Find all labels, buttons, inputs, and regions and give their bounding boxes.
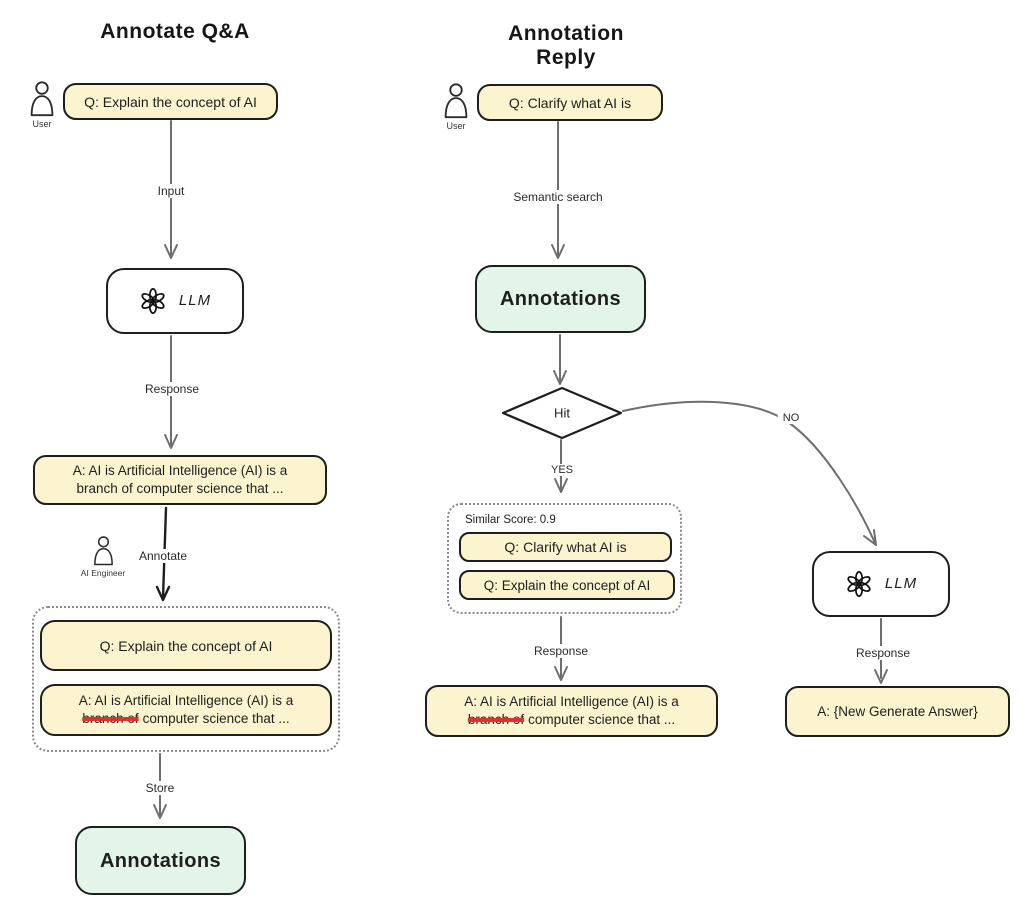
left-user-label: User	[32, 119, 52, 129]
match-question-box-1: Q: Clarify what AI is	[459, 532, 672, 562]
arrowhead-response-mid	[554, 666, 568, 681]
annotated-answer-line1: A: AI is Artificial Intelligence (AI) is…	[78, 693, 294, 708]
user-icon	[30, 81, 54, 117]
annotated-question-box: Q: Explain the concept of AI	[40, 620, 332, 671]
left-flow-title: Annotate Q&A	[100, 20, 250, 43]
match-question-1-text: Q: Clarify what AI is	[504, 538, 627, 555]
arrowhead-annotations-hit	[553, 370, 567, 385]
right-user-actor: User	[438, 82, 474, 131]
new-answer-box: A: {New Generate Answer}	[785, 686, 1010, 737]
annotated-answer-box: A: AI is Artificial Intelligence (AI) is…	[40, 684, 332, 736]
right-annotations-label: Annotations	[499, 288, 622, 310]
new-answer-text: A: {New Generate Answer}	[817, 703, 978, 719]
arrowhead-input	[164, 244, 178, 259]
match-question-box-2: Q: Explain the concept of AI	[459, 570, 675, 600]
engineer-label: AI Engineer	[80, 568, 126, 578]
arrowhead-yes	[554, 478, 568, 493]
left-question-text: Q: Explain the concept of AI	[84, 93, 257, 110]
annotate-edge-label: Annotate	[133, 549, 193, 563]
user-icon	[444, 83, 468, 119]
left-user-actor: User	[24, 80, 60, 129]
left-answer-line1: A: AI is Artificial Intelligence (AI) is…	[72, 463, 288, 478]
engineer-actor: AI Engineer	[81, 535, 125, 578]
arrowhead-response-right	[874, 669, 888, 684]
annotated-pair-group	[32, 606, 340, 752]
engineer-icon	[93, 536, 113, 566]
left-question-box: Q: Explain the concept of AI	[63, 83, 278, 120]
left-llm-node: LLM	[106, 268, 244, 334]
struck-text: branch of	[467, 712, 525, 727]
right-question-box: Q: Clarify what AI is	[477, 84, 663, 121]
matched-annotations-group: Similar Score: 0.9	[447, 503, 682, 614]
right-answer-box: A: AI is Artificial Intelligence (AI) is…	[425, 685, 718, 737]
annotated-question-text: Q: Explain the concept of AI	[99, 637, 273, 654]
semantic-search-edge-label: Semantic search	[508, 190, 608, 204]
openai-logo-icon	[847, 570, 871, 598]
left-annotations-store: Annotations	[75, 826, 246, 895]
right-user-label: User	[446, 121, 466, 131]
input-edge-label: Input	[152, 184, 190, 198]
right-flow-title: Annotation Reply	[508, 22, 624, 69]
right-answer-line1: A: AI is Artificial Intelligence (AI) is…	[464, 694, 679, 709]
right-llm-node: LLM	[812, 551, 950, 617]
arrowhead-store	[153, 804, 167, 819]
arrowhead-annotate	[155, 585, 171, 602]
match-question-2-text: Q: Explain the concept of AI	[483, 577, 651, 593]
left-annotations-label: Annotations	[99, 849, 222, 872]
struck-text: branch of	[82, 711, 139, 726]
no-edge-label: NO	[777, 412, 805, 424]
left-answer-line2: branch of computer science that ...	[76, 481, 284, 496]
right-question-text: Q: Clarify what AI is	[508, 94, 632, 111]
store-edge-label: Store	[140, 781, 180, 795]
arrowhead-response-left	[164, 434, 178, 449]
right-llm-label: LLM	[884, 575, 918, 592]
hit-decision-label: Hit	[554, 405, 570, 421]
left-llm-label: LLM	[178, 292, 212, 309]
right-response-edge-label: Response	[850, 646, 916, 660]
left-answer-box: A: AI is Artificial Intelligence (AI) is…	[33, 455, 327, 505]
arrowhead-semantic-search	[551, 244, 565, 259]
annotated-answer-rest: computer science that ...	[142, 711, 290, 726]
yes-edge-label: YES	[545, 464, 579, 476]
mid-response-edge-label: Response	[528, 644, 594, 658]
left-response-edge-label: Response	[139, 382, 205, 396]
right-answer-rest: computer science that ...	[528, 712, 676, 727]
right-annotations-store: Annotations	[475, 265, 646, 333]
openai-logo-icon	[141, 287, 165, 315]
arrowhead-no	[863, 529, 877, 546]
similar-score-label: Similar Score: 0.9	[465, 514, 556, 526]
